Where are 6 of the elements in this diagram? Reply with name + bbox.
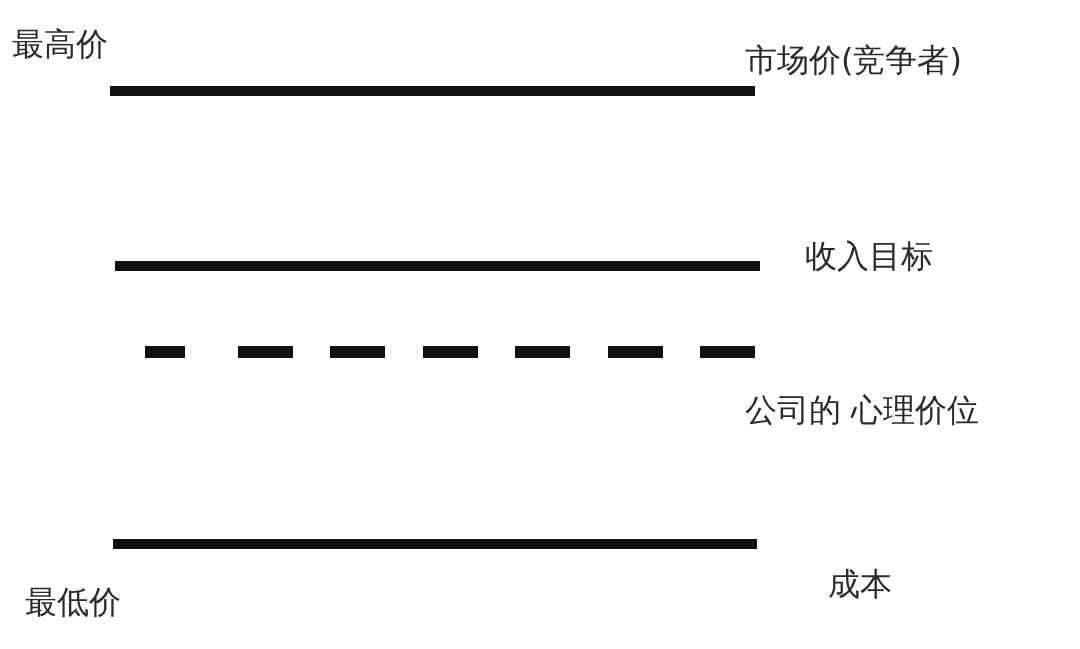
price-label: 市场价(竞争者) (745, 40, 962, 80)
price-label: 最高价 (12, 24, 108, 64)
price-label: 成本 (828, 564, 892, 604)
price-label: 公司的 心理价位 (745, 390, 980, 430)
price-label: 收入目标 (805, 236, 933, 276)
price-label: 最低价 (25, 582, 121, 622)
